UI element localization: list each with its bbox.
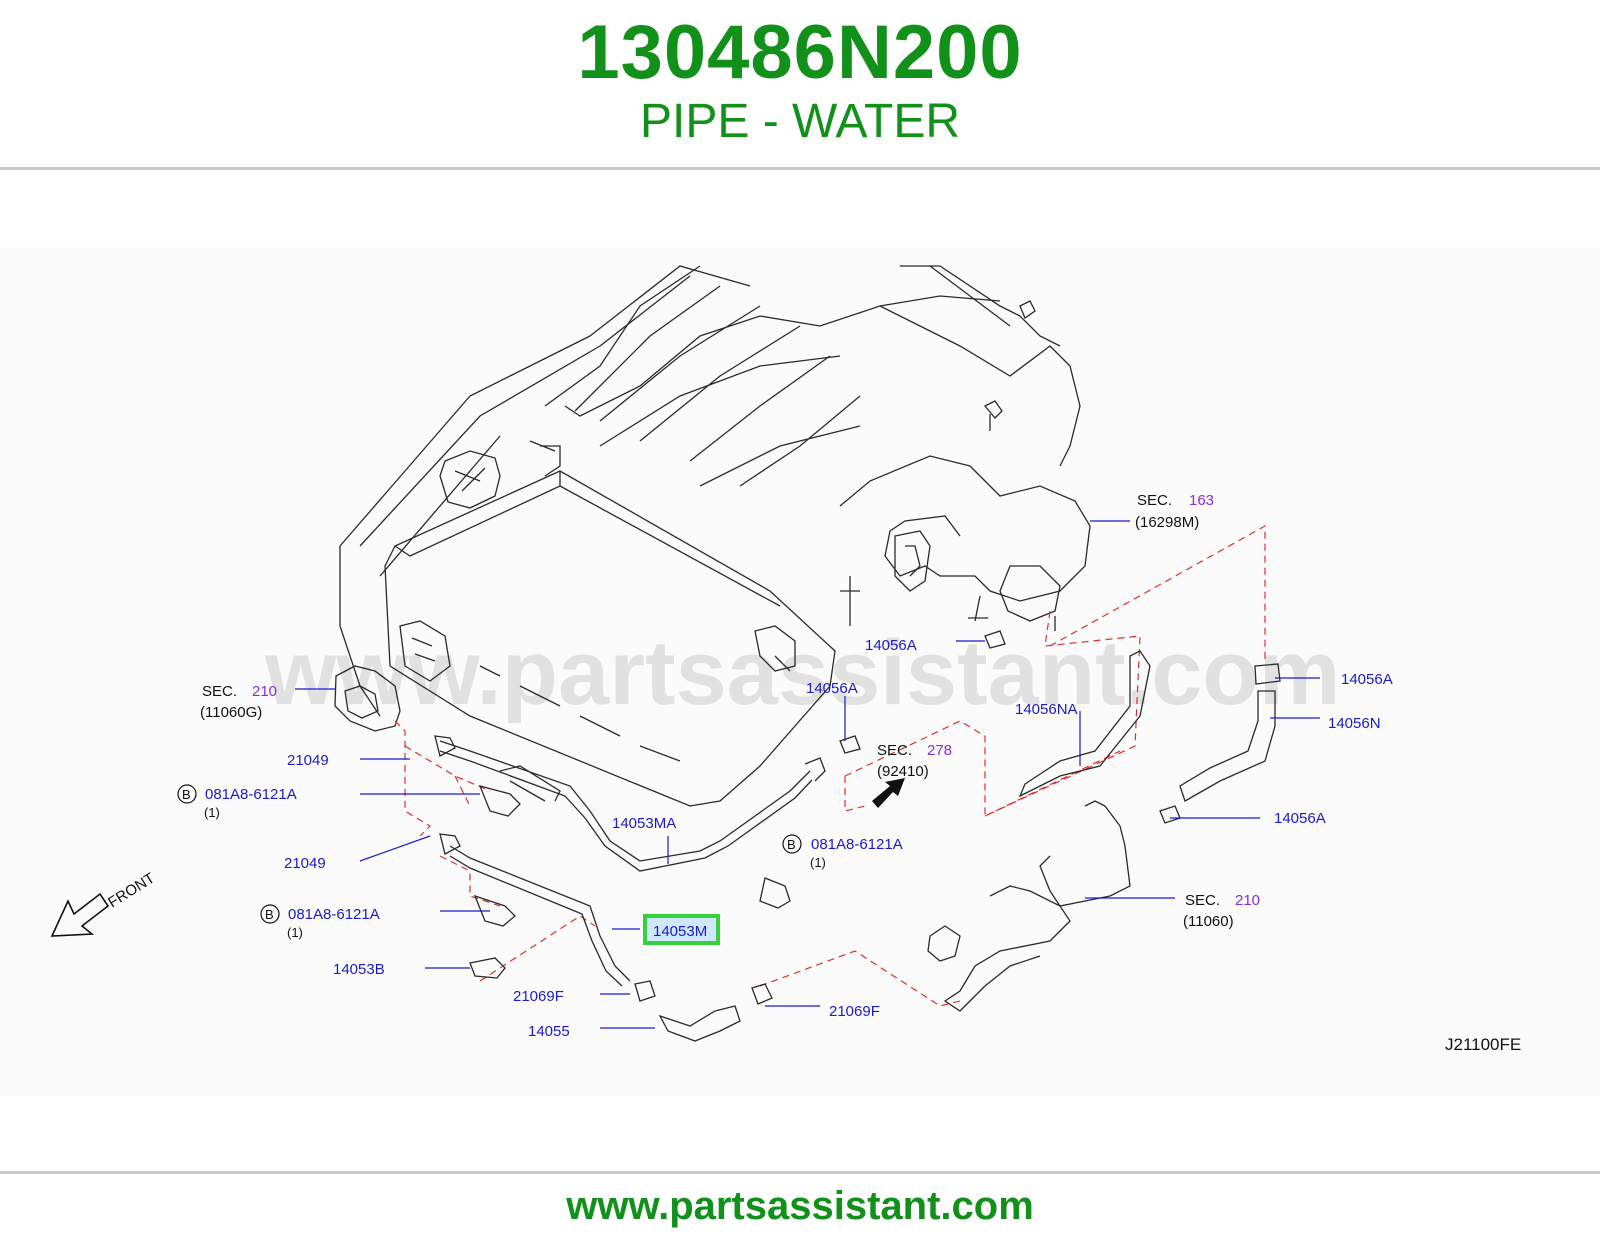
part-label-14056a[interactable]: 14056A <box>865 637 917 654</box>
bolt-quantity: (1) <box>287 925 303 940</box>
part-label-081a8-6121a[interactable]: 081A8-6121A <box>288 906 380 923</box>
b-badge-icon <box>782 834 802 854</box>
sec210a-number[interactable]: 210 <box>252 683 277 700</box>
sec278-sub: (92410) <box>877 763 929 780</box>
page-header: 130486N200 PIPE - WATER <box>0 0 1600 168</box>
front-label: FRONT <box>105 870 158 912</box>
bottom-divider <box>0 1171 1600 1174</box>
part-name-subtitle: PIPE - WATER <box>639 95 960 148</box>
sec163-sub: (16298M) <box>1135 514 1199 531</box>
bolt-drawings <box>469 785 791 979</box>
assembly-dash-lines <box>394 524 1266 1007</box>
diagram-canvas: www.partsassistant.com <box>50 265 1521 1054</box>
part-label-081a8-6121a[interactable]: 081A8-6121A <box>205 786 297 803</box>
part-label-21049[interactable]: 21049 <box>287 752 329 769</box>
part-label-14053ma[interactable]: 14053MA <box>612 815 676 832</box>
part-label-14053m-selected[interactable]: 14053M <box>653 923 707 940</box>
part-label-14056a[interactable]: 14056A <box>1274 810 1326 827</box>
engine-drawing <box>334 265 1091 807</box>
sec210b-number[interactable]: 210 <box>1235 892 1260 909</box>
part-label-14056na[interactable]: 14056NA <box>1015 701 1078 718</box>
sec-278-arrow-icon <box>872 778 905 808</box>
pipe-drawings <box>434 630 1281 1042</box>
callout-sec210a: SEC. 210 (11060G) <box>200 683 277 721</box>
sec163-prefix: SEC. <box>1137 492 1172 509</box>
bolt-callout-3: B 081A8-6121A (1) <box>260 904 380 940</box>
front-arrow-icon <box>50 892 110 937</box>
part-label-14053b[interactable]: 14053B <box>333 961 385 978</box>
sec278-prefix: SEC. <box>877 742 912 759</box>
sec210a-prefix: SEC. <box>202 683 237 700</box>
part-number-title: 130486N200 <box>577 10 1023 95</box>
part-label-21069f[interactable]: 21069F <box>513 988 564 1005</box>
b-badge-icon <box>177 784 197 804</box>
callout-sec278: SEC. 278 (92410) <box>877 742 952 780</box>
sec210b-sub: (11060) <box>1183 913 1234 930</box>
footer-url-link[interactable]: www.partsassistant.com <box>566 1184 1034 1228</box>
selected-part-box <box>647 918 716 941</box>
part-label-14056a[interactable]: 14056A <box>1341 671 1393 688</box>
sec163-number[interactable]: 163 <box>1189 492 1214 509</box>
part-label-081a8-6121a[interactable]: 081A8-6121A <box>811 836 903 853</box>
part-label-14055[interactable]: 14055 <box>528 1023 570 1040</box>
b-badge-icon <box>260 904 280 924</box>
part-label-21049[interactable]: 21049 <box>284 855 326 872</box>
part-label-21069f[interactable]: 21069F <box>829 1003 880 1020</box>
watermark-text: www.partsassistant.com <box>264 622 1340 724</box>
sec210b-prefix: SEC. <box>1185 892 1220 909</box>
part-label-14056a[interactable]: 14056A <box>806 680 858 697</box>
callout-sec163: SEC. 163 (16298M) <box>1135 492 1214 531</box>
b-badge-letter: B <box>182 787 191 802</box>
top-divider <box>0 167 1600 170</box>
sec210a-sub: (11060G) <box>200 704 262 721</box>
bolt-quantity: (1) <box>810 855 826 870</box>
drawing-code: J21100FE <box>1445 1035 1521 1054</box>
parts-diagram: www.partsassistant.com <box>0 246 1600 1096</box>
part-label-14056n[interactable]: 14056N <box>1328 715 1381 732</box>
bolt-callout-2: B 081A8-6121A (1) <box>782 834 903 870</box>
bolt-callout-1: B 081A8-6121A (1) <box>177 784 297 820</box>
callout-sec210b: SEC. 210 (11060) <box>1183 892 1260 930</box>
b-badge-letter: B <box>787 837 796 852</box>
bolt-quantity: (1) <box>204 805 220 820</box>
b-badge-letter: B <box>265 907 274 922</box>
sec278-number[interactable]: 278 <box>927 742 952 759</box>
leader-lines <box>295 520 1320 1029</box>
